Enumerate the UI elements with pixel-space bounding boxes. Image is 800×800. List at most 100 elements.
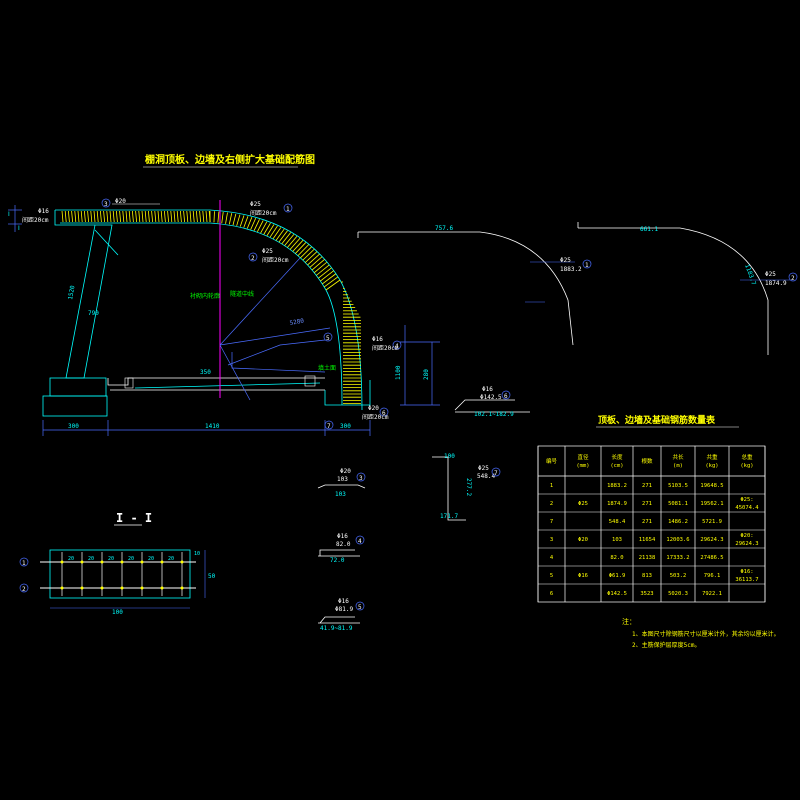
section-bar-dot: [80, 586, 84, 590]
table-cell: 12003.6: [666, 537, 689, 543]
table-header-cell: (mm): [576, 463, 589, 469]
rebar-stirrup: [160, 210, 163, 223]
dim-bottom-mid: 1410: [205, 423, 220, 430]
table-header-cell: (kg): [740, 463, 753, 469]
callout-2-mark: 2: [251, 255, 255, 262]
table-header-cell: (m): [673, 463, 683, 469]
table-cell: 3523: [640, 591, 653, 597]
rebar-stirrup: [135, 210, 137, 223]
rebar-stirrup: [302, 248, 315, 261]
bar7-mark: 7: [494, 470, 498, 477]
bar-shape-2: [577, 222, 790, 355]
callout-2-note: 间距20cm: [262, 256, 289, 264]
table-header-cell: 共重: [706, 453, 718, 461]
table-cell: 29624.3: [700, 537, 723, 543]
section-bar-dot: [120, 586, 124, 590]
bar-shape-6: [454, 399, 530, 413]
table-cell: 4: [550, 555, 554, 561]
bar2-straight: 661.1: [640, 226, 658, 233]
table-cell: 5103.5: [668, 483, 688, 489]
notes-title: 注：: [622, 617, 636, 626]
rebar-stirrup: [132, 210, 134, 223]
rebar-stirrup: [297, 244, 310, 256]
rebar-stirrup: [202, 210, 205, 223]
section-bar-dot: [180, 560, 184, 564]
section-bar-dot: [160, 560, 164, 564]
table-cell: Φ16:: [740, 569, 753, 575]
rebar-stirrup: [170, 210, 173, 223]
rebar-stirrup: [311, 259, 325, 271]
rebar-stirrup: [71, 210, 73, 223]
section-bar-dot: [60, 586, 64, 590]
section-row-2: 2: [22, 586, 26, 593]
rebar-stirrup: [253, 219, 260, 231]
rebar-stirrup: [300, 246, 312, 259]
section-bar-dot: [60, 560, 64, 564]
section-bar-dot: [120, 560, 124, 564]
table-cell: 5081.1: [668, 501, 688, 507]
section-cell-label: 20: [88, 556, 94, 562]
rebar-stirrup: [144, 210, 147, 223]
dim-floor: 350: [200, 369, 211, 376]
rebar-stirrup: [323, 276, 339, 288]
rebar-stirrup: [77, 210, 80, 223]
rebar-stirrup: [260, 221, 268, 234]
bottom-callout-text: Φ20: [368, 405, 379, 412]
rebar-stirrup: [183, 210, 185, 223]
table-header-cell: (kg): [705, 463, 718, 469]
rebar-stirrup: [122, 210, 125, 223]
dim-column-2: 790: [88, 310, 99, 317]
section-row-1: 1: [22, 560, 26, 567]
note-2: 2、主筋保护层厚度5cm。: [632, 641, 700, 649]
table-header-cell: 共长: [672, 453, 684, 461]
section-dim-w: 100: [112, 609, 123, 616]
dim-left-2: Ⅰ: [18, 225, 20, 232]
rebar-stirrup: [74, 210, 77, 223]
section-cell-label: 20: [128, 556, 134, 562]
bar-shape-4: [318, 549, 360, 557]
rebar-stirrup: [167, 210, 169, 223]
rebar-stirrup: [246, 217, 253, 229]
table-header-cell: (cm): [610, 463, 623, 469]
dim-left-1: Ⅰ: [8, 211, 10, 218]
rebar-stirrup: [263, 222, 271, 235]
table-header-cell: 总重: [741, 453, 753, 461]
table-cell: 5020.3: [668, 591, 688, 597]
table-cell: 2: [550, 501, 553, 507]
rebar-stirrup: [287, 235, 298, 248]
rebar-stirrup: [128, 210, 131, 223]
rebar-stirrup: [138, 210, 141, 223]
table-cell: 271: [642, 483, 652, 489]
rebar-stirrup: [87, 210, 89, 223]
bar1-dia: Φ25: [560, 257, 571, 264]
dim-column-1: 1520: [67, 285, 76, 301]
table-cell: 1486.2: [668, 519, 688, 525]
table-cell: 5721.9: [702, 519, 722, 525]
left-callout-text: Φ16: [38, 208, 49, 215]
section-title: I - I: [116, 511, 152, 525]
section-bar-dot: [180, 586, 184, 590]
section-bar-dot: [140, 560, 144, 564]
rebar-stirrup: [281, 232, 292, 244]
rebar-stirrup: [116, 210, 118, 223]
rebar-stirrup: [316, 264, 330, 276]
section-bar-dot: [100, 586, 104, 590]
bar7-vert: 277.2: [465, 478, 472, 496]
bar3-dia: Φ20: [340, 468, 351, 475]
rebar-stirrup: [236, 214, 241, 226]
main-title: 棚洞顶板、边墙及右侧扩大基础配筋图: [145, 153, 315, 166]
main-section-view: [8, 200, 440, 436]
rebar-stirrup: [173, 210, 176, 223]
bar2-curve: 1183.7: [743, 263, 757, 286]
callout-4-mark: 4: [395, 343, 399, 350]
rebar-stirrup: [256, 220, 264, 232]
table-header-cell: 根数: [641, 457, 653, 465]
bar4-dia: Φ16: [337, 533, 348, 540]
rebar-stirrup: [272, 227, 282, 239]
rebar-stirrup: [84, 210, 86, 223]
bar6-dia: Φ16: [482, 386, 493, 393]
rebar-stirrup: [100, 210, 102, 223]
bar2-mark: 2: [791, 275, 795, 282]
rebar-stirrup: [313, 261, 328, 273]
